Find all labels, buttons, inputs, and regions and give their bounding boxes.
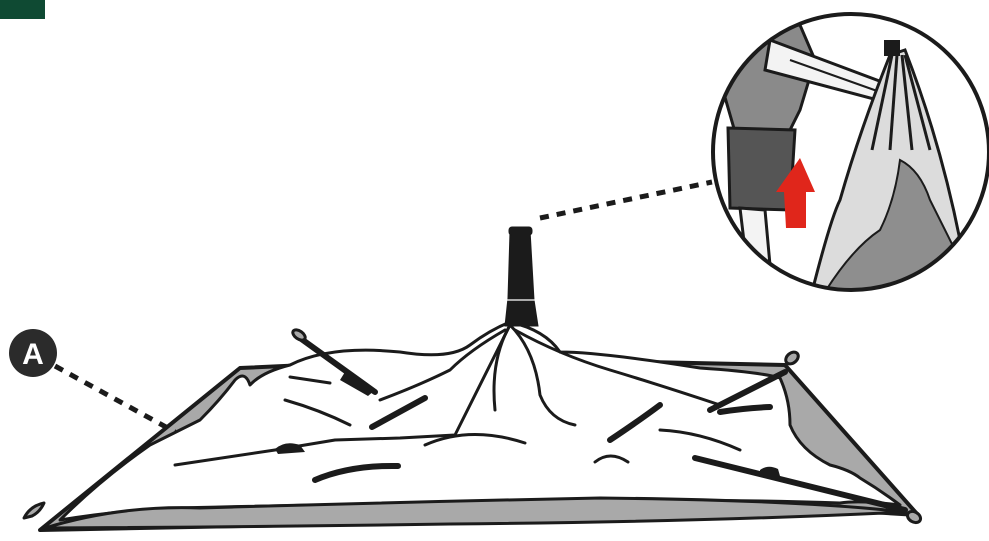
canopy xyxy=(24,322,923,530)
detail-leader-line xyxy=(540,182,712,218)
inset-pole-cap xyxy=(884,40,900,56)
callout-label: A xyxy=(22,338,44,371)
callout-a: A xyxy=(9,329,175,432)
umbrella-pole xyxy=(505,227,538,326)
detail-inset xyxy=(700,14,989,300)
callout-leader-line xyxy=(55,366,175,432)
